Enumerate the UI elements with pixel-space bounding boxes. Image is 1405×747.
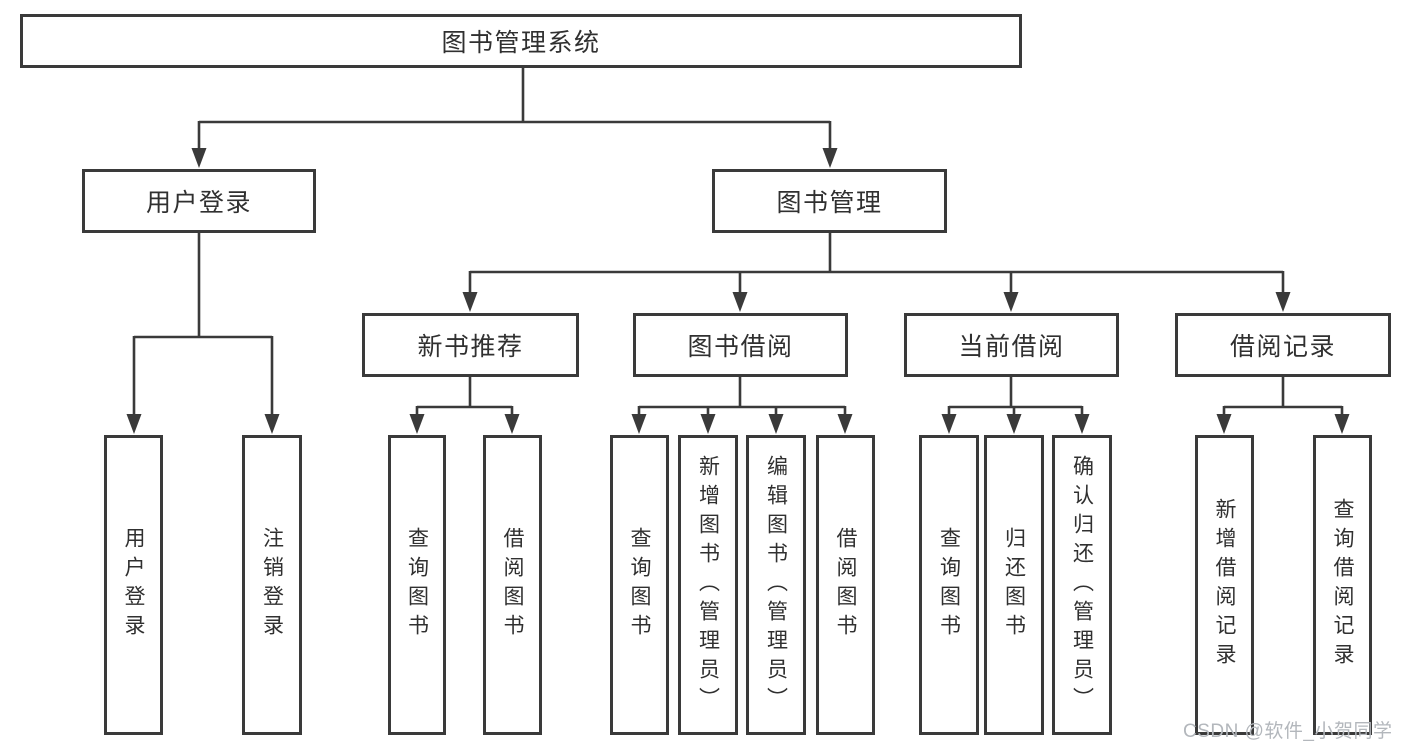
leaf-borrowing-add-book: 新增图书（管理员） bbox=[678, 435, 738, 735]
leaf-borrowing-query-book: 查询图书 bbox=[610, 435, 669, 735]
leaf-recommend-borrow-book: 借阅图书 bbox=[483, 435, 542, 735]
leaf-borrowing-borrow-book: 借阅图书 bbox=[816, 435, 875, 735]
node-borrowing-records: 借阅记录 bbox=[1175, 313, 1391, 377]
leaf-records-add-record: 新增借阅记录 bbox=[1195, 435, 1254, 735]
csdn-watermark: CSDN @软件_小贺同学 bbox=[1183, 721, 1393, 742]
node-user-login: 用户登录 bbox=[82, 169, 316, 233]
leaf-current-return-book: 归还图书 bbox=[984, 435, 1044, 735]
leaf-records-query-record: 查询借阅记录 bbox=[1313, 435, 1372, 735]
node-book-borrowing: 图书借阅 bbox=[633, 313, 848, 377]
node-book-management: 图书管理 bbox=[712, 169, 947, 233]
node-new-book-recommend: 新书推荐 bbox=[362, 313, 579, 377]
leaf-logout: 注销登录 bbox=[242, 435, 302, 735]
leaf-user-login: 用户登录 bbox=[104, 435, 163, 735]
leaf-current-query-book: 查询图书 bbox=[919, 435, 979, 735]
arrowheads bbox=[126, 148, 1350, 434]
node-root: 图书管理系统 bbox=[20, 14, 1022, 68]
leaf-borrowing-edit-book: 编辑图书（管理员） bbox=[746, 435, 806, 735]
node-current-borrowing: 当前借阅 bbox=[904, 313, 1119, 377]
leaf-current-confirm-return: 确认归还（管理员） bbox=[1052, 435, 1112, 735]
leaf-recommend-query-book: 查询图书 bbox=[388, 435, 446, 735]
